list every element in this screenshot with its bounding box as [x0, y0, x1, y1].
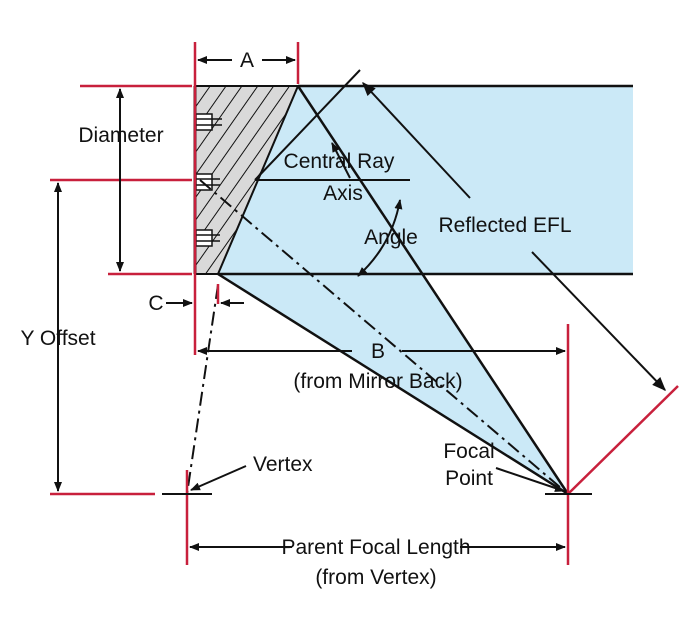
label-a: A — [240, 49, 254, 72]
label-angle: Angle — [364, 226, 418, 249]
angle-arc — [357, 199, 403, 277]
label-y-offset: Y Offset — [20, 327, 95, 350]
label-central-ray: Central Ray — [284, 150, 395, 173]
cone-top-ray — [296, 85, 570, 495]
label-axis: Axis — [323, 182, 363, 205]
reflected-efl-arrow-up — [362, 81, 471, 199]
parent-parabola-extension — [186, 284, 219, 495]
label-pfl-note: (from Vertex) — [315, 566, 436, 589]
label-reflected-efl: Reflected EFL — [438, 214, 571, 237]
label-point: Point — [445, 467, 493, 490]
converging-beam-cone — [218, 86, 568, 494]
mounting-tap — [195, 229, 213, 247]
label-c: C — [148, 292, 163, 315]
label-parent-focal-length: Parent Focal Length — [281, 536, 470, 559]
reflected-efl-arrow-down — [531, 251, 666, 392]
label-b: B — [371, 340, 385, 363]
label-b-note: (from Mirror Back) — [293, 370, 462, 393]
beam-edges — [217, 69, 633, 496]
central-ray-reflected — [254, 69, 361, 181]
label-diameter: Diameter — [78, 124, 163, 147]
label-vertex: Vertex — [253, 453, 313, 476]
dimension-arrows — [54, 56, 666, 551]
label-focal: Focal — [443, 440, 494, 463]
mounting-tap — [195, 113, 213, 131]
reflected-efl-end-ref — [567, 385, 679, 495]
cone-bottom-ray — [217, 272, 569, 496]
focal-point-leader — [495, 467, 565, 492]
central-ray-leader — [331, 142, 351, 179]
vertex-leader — [190, 465, 247, 491]
